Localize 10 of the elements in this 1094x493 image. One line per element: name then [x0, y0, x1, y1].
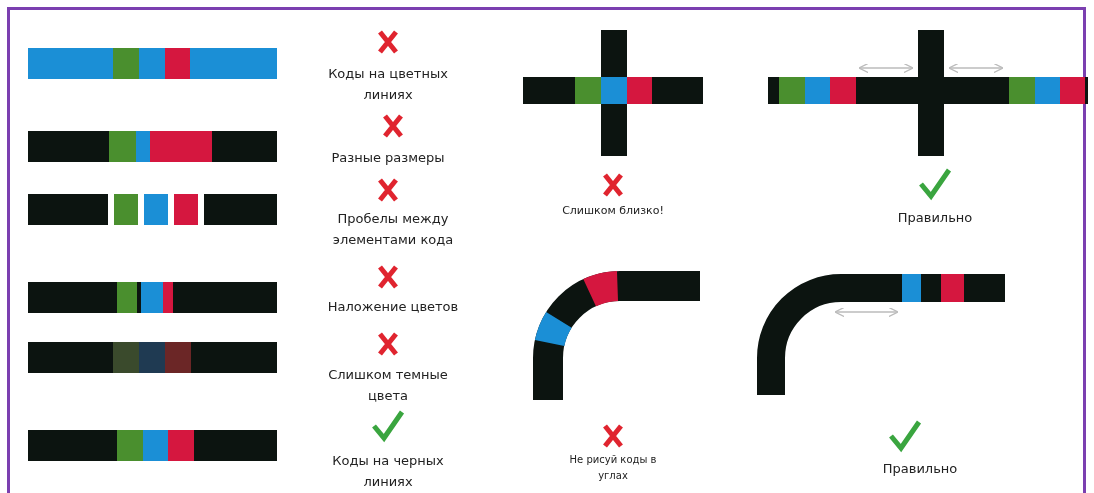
rule-caption: Разные размеры [330, 149, 446, 167]
rule-caption: Правильно [881, 460, 959, 478]
rule-caption: Наложение цветов [326, 298, 460, 316]
rule-caption: Слишком темные цвета [327, 366, 449, 405]
rule-caption: Слишком близко! [561, 203, 665, 219]
rule-caption: Не рисуй коды в углах [568, 453, 658, 483]
rule-caption: Пробелы между элементами кода [331, 210, 455, 249]
rule-caption: Коды на цветных линиях [327, 65, 449, 104]
rule-caption: Правильно [896, 209, 974, 227]
rule-caption: Коды на черных линиях [331, 452, 445, 491]
